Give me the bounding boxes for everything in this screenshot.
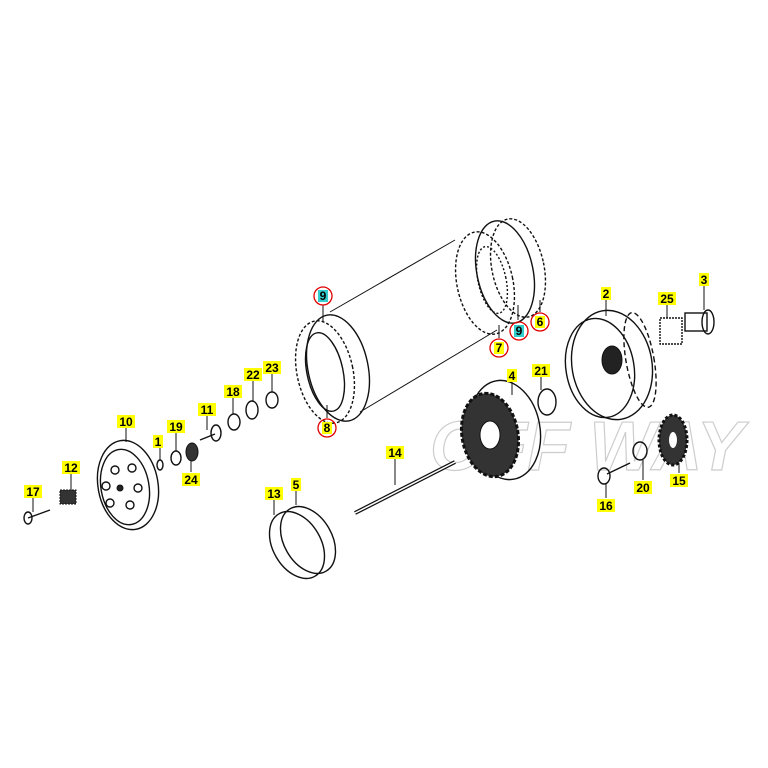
callout-4[interactable]: 4	[507, 369, 517, 383]
callout-6[interactable]: 6	[530, 312, 550, 332]
bearing-24	[185, 442, 199, 462]
callout-18[interactable]: 18	[224, 385, 242, 399]
o-ring-5	[279, 505, 337, 575]
svg-text:17: 17	[26, 485, 40, 499]
svg-text:3: 3	[701, 273, 708, 287]
svg-text:18: 18	[226, 385, 240, 399]
collar	[684, 309, 715, 335]
svg-text:11: 11	[201, 403, 214, 417]
lock-washer-22	[245, 400, 259, 420]
svg-text:12: 12	[64, 461, 78, 475]
svg-text:1: 1	[155, 435, 162, 449]
svg-text:5: 5	[293, 478, 300, 492]
svg-text:16: 16	[599, 499, 613, 513]
svg-text:4: 4	[509, 369, 516, 383]
clutch-outer-basket	[564, 309, 657, 421]
thrust-washer	[537, 388, 557, 416]
svg-text:23: 23	[265, 361, 279, 375]
nut-18	[227, 413, 241, 431]
callout-7[interactable]: 7	[489, 338, 509, 358]
clutch-spring	[59, 489, 77, 505]
svg-text:20: 20	[636, 481, 650, 495]
svg-text:14: 14	[388, 446, 402, 460]
clutch-plates-front	[294, 314, 371, 424]
callout-11[interactable]: 11	[198, 403, 216, 417]
washer-23	[265, 391, 279, 409]
callout-17[interactable]: 17	[24, 485, 42, 499]
callout-24[interactable]: 24	[182, 473, 200, 487]
callout-12[interactable]: 12	[62, 461, 80, 475]
callout-22[interactable]: 22	[244, 368, 262, 382]
o-ring-13	[268, 510, 326, 580]
callout-14[interactable]: 14	[386, 446, 404, 460]
callout-21[interactable]: 21	[532, 364, 550, 378]
svg-text:9: 9	[320, 289, 327, 303]
clutch-inner-hub	[459, 379, 542, 481]
primary-gear	[657, 413, 689, 467]
callout-9-rear[interactable]: 9	[509, 321, 529, 341]
svg-text:13: 13	[267, 487, 281, 501]
callout-20[interactable]: 20	[634, 481, 652, 495]
circlip	[156, 459, 164, 471]
svg-text:22: 22	[246, 368, 260, 382]
svg-text:25: 25	[660, 292, 674, 306]
callout-10[interactable]: 10	[117, 415, 135, 429]
callout-25[interactable]: 25	[658, 292, 676, 306]
spring-bolt	[23, 509, 51, 525]
washer	[632, 441, 648, 461]
svg-text:19: 19	[169, 420, 183, 434]
svg-text:7: 7	[496, 341, 503, 355]
hub-bolt	[597, 462, 631, 485]
svg-text:9: 9	[516, 324, 523, 338]
svg-text:21: 21	[534, 364, 548, 378]
callout-9-front[interactable]: 9	[313, 286, 333, 306]
callout-19[interactable]: 19	[167, 420, 185, 434]
svg-text:15: 15	[672, 474, 686, 488]
callout-5[interactable]: 5	[291, 478, 301, 492]
callout-8[interactable]: 8	[317, 418, 337, 438]
callout-2[interactable]: 2	[601, 287, 611, 301]
pressure-plate	[96, 439, 160, 531]
callout-3[interactable]: 3	[699, 273, 709, 287]
leader-lines	[32, 286, 705, 515]
callout-16[interactable]: 16	[597, 499, 615, 513]
callout-1[interactable]: 1	[153, 435, 163, 449]
svg-text:2: 2	[603, 287, 610, 301]
needle-bearing	[659, 317, 683, 345]
callout-15[interactable]: 15	[670, 474, 688, 488]
lifter-piece	[199, 424, 222, 442]
svg-text:6: 6	[537, 315, 544, 329]
svg-text:24: 24	[184, 473, 198, 487]
callout-13[interactable]: 13	[265, 487, 283, 501]
callout-23[interactable]: 23	[263, 361, 281, 375]
svg-text:8: 8	[324, 421, 331, 435]
svg-text:10: 10	[119, 415, 133, 429]
washer-19	[170, 450, 182, 466]
